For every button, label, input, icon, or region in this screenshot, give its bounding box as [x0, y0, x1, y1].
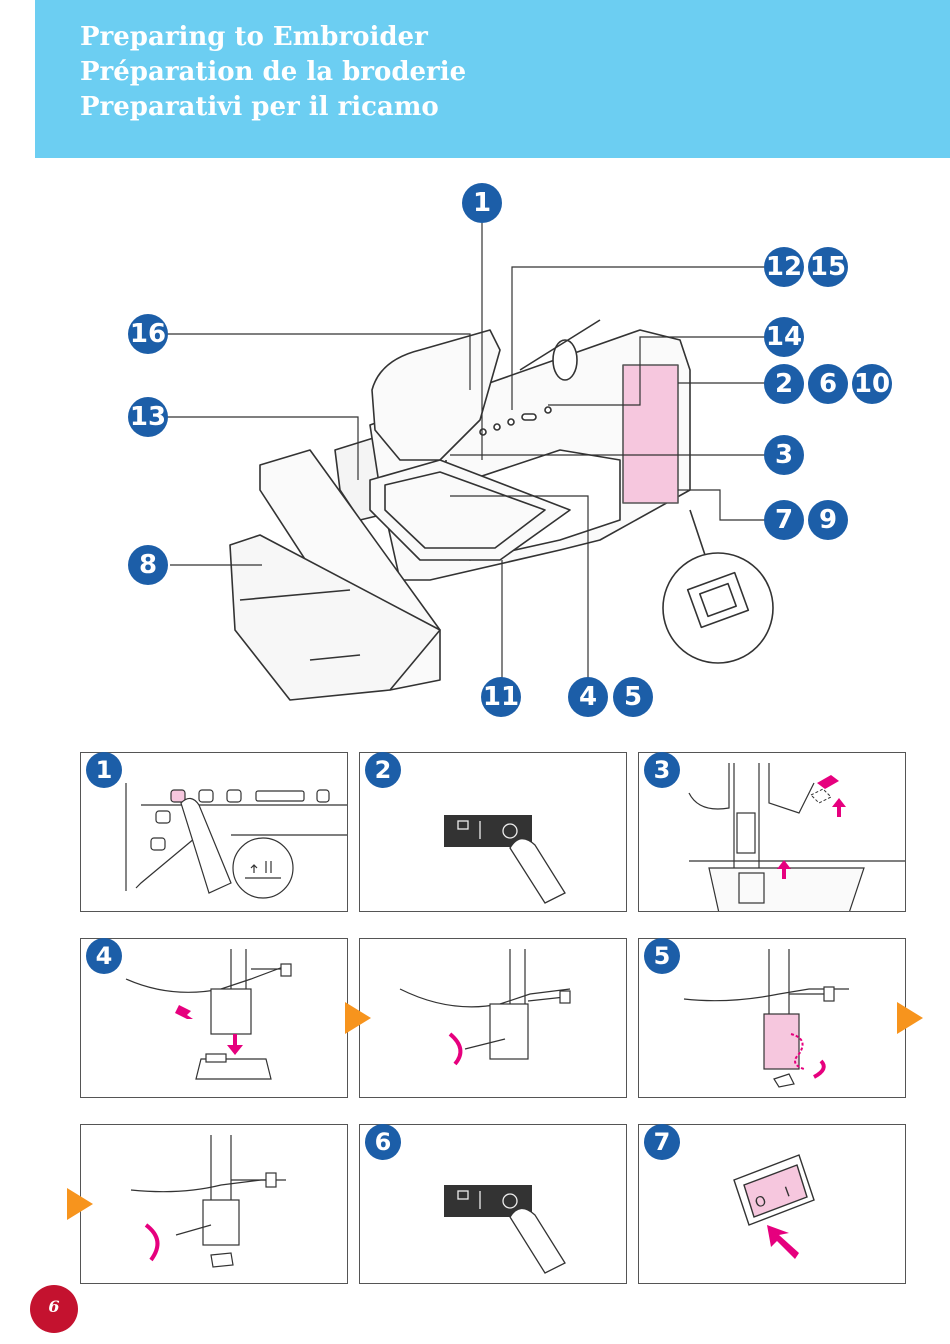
callout-2: 2: [764, 364, 804, 404]
sewing-machine-illustration: [165, 223, 774, 701]
step-badge-2: 2: [365, 752, 401, 788]
step-badge-5: 5: [644, 938, 680, 974]
step-badge-4: 4: [86, 938, 122, 974]
callout-7: 7: [764, 500, 804, 540]
callout-4: 4: [568, 677, 608, 717]
callout-14: 14: [764, 317, 804, 357]
title-french: Préparation de la broderie: [80, 57, 467, 87]
title-italian: Preparativi per il ricamo: [80, 92, 439, 122]
step-panel-4: [80, 938, 348, 1098]
svg-text:I: I: [783, 1184, 792, 1200]
callout-6: 6: [808, 364, 848, 404]
step-panel-1: [80, 752, 348, 912]
callout-12: 12: [764, 247, 804, 287]
callout-9: 9: [808, 500, 848, 540]
callout-15: 15: [808, 247, 848, 287]
header-banner: [35, 0, 950, 158]
callout-8: 8: [128, 545, 168, 585]
callout-16: 16: [128, 314, 168, 354]
step-badge-7: 7: [644, 1124, 680, 1160]
callout-10: 10: [852, 364, 892, 404]
title-english: Preparing to Embroider: [80, 22, 428, 52]
svg-text:O: O: [753, 1193, 769, 1212]
step-panel-2: [359, 752, 627, 912]
page-number: 6: [30, 1285, 78, 1333]
callout-11: 11: [481, 677, 521, 717]
step-panel-7: O I: [638, 1124, 906, 1284]
step-panel-3: [638, 752, 906, 912]
continue-arrow-icon: [897, 1002, 923, 1034]
step-badge-3: 3: [644, 752, 680, 788]
continue-arrow-icon: [345, 1002, 371, 1034]
callout-5: 5: [613, 677, 653, 717]
step-panel-5b: [80, 1124, 348, 1284]
step-panel-6: [359, 1124, 627, 1284]
continue-arrow-icon: [67, 1188, 93, 1220]
step-badge-1: 1: [86, 752, 122, 788]
step-panel-4b: [359, 938, 627, 1098]
step-panel-5: [638, 938, 906, 1098]
step-badge-6: 6: [365, 1124, 401, 1160]
callout-3: 3: [764, 435, 804, 475]
callout-13: 13: [128, 397, 168, 437]
callout-1: 1: [462, 183, 502, 223]
